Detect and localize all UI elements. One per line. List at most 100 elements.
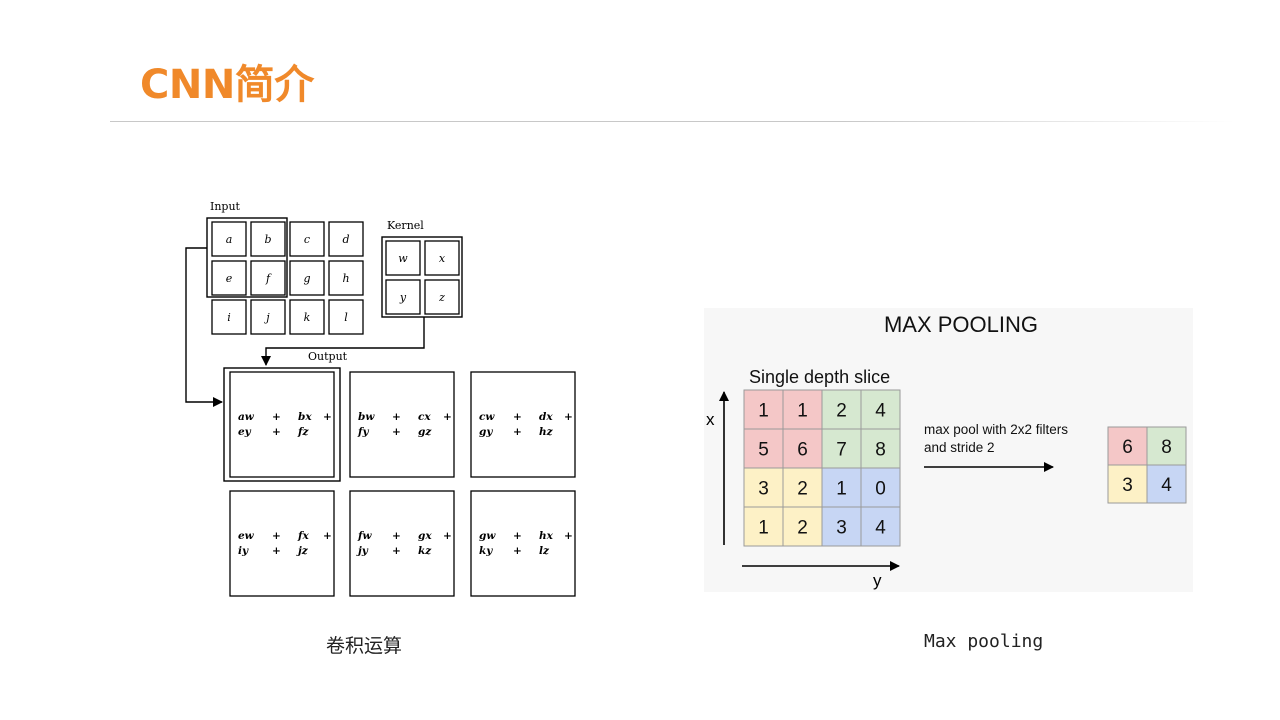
input-cell-label: b (264, 233, 271, 246)
output-cell (229, 490, 335, 597)
input-to-output-arrow (185, 247, 223, 407)
pool-cell (743, 467, 784, 508)
input-cell (289, 221, 325, 257)
kernel-cell (424, 279, 460, 315)
output-term: ey (238, 426, 252, 438)
pool-cell-value: 4 (875, 401, 886, 422)
pool-cell-value: 5 (758, 440, 769, 461)
output-cell (470, 371, 576, 478)
pool-cell (743, 506, 784, 547)
output-cell (349, 490, 455, 597)
output-cell (229, 371, 335, 478)
pool-cell-value: 4 (875, 518, 886, 539)
kernel-outline (381, 236, 463, 318)
output-term: kz (418, 545, 432, 557)
output-term: + (513, 426, 522, 438)
output-term: gy (479, 426, 493, 438)
output-term: + (272, 411, 281, 423)
input-cell-label: c (304, 233, 310, 246)
output-term: fy (357, 426, 370, 438)
output-term: + (392, 411, 401, 423)
result-cell (1146, 426, 1187, 466)
input-cell (289, 299, 325, 335)
output-term: + (392, 426, 401, 438)
input-cell (289, 260, 325, 296)
output-term: + (323, 530, 332, 542)
input-cell-label: j (263, 311, 270, 324)
output-term: hx (539, 530, 554, 542)
pool-cell (860, 428, 901, 469)
output-term: + (564, 411, 573, 423)
kernel-cell (424, 240, 460, 276)
output-term: + (392, 530, 401, 542)
pool-cell (860, 506, 901, 547)
result-cell-value: 8 (1161, 437, 1172, 458)
kernel-label: Kernel (387, 219, 424, 232)
output-cell (470, 490, 576, 597)
output-term: iy (238, 545, 249, 557)
output-term: + (513, 545, 522, 557)
output-term: + (513, 530, 522, 542)
convolution-caption: 卷积运算 (326, 635, 403, 657)
slide-title: CNN简介 (140, 62, 314, 108)
input-cell-label: d (342, 233, 349, 246)
pool-cell-value: 6 (797, 440, 808, 461)
input-cell (328, 221, 364, 257)
pool-cell-value: 1 (758, 518, 769, 539)
output-highlight (223, 367, 341, 482)
pool-cell-value: 7 (836, 440, 847, 461)
output-term: cw (479, 411, 495, 423)
output-term: lz (539, 545, 550, 557)
output-label: Output (308, 350, 348, 363)
pool-cell (782, 467, 823, 508)
pool-cell (860, 389, 901, 430)
pool-cell-value: 2 (836, 401, 847, 422)
pool-cell (821, 428, 862, 469)
input-cell-label: i (227, 311, 231, 324)
output-term: cx (418, 411, 431, 423)
input-cell (211, 260, 247, 296)
input-cell-label: f (265, 272, 272, 285)
kernel-cell (385, 240, 421, 276)
input-cell (328, 299, 364, 335)
kernel-cell-label: x (439, 252, 446, 265)
input-window-highlight (206, 217, 288, 298)
output-term: + (323, 411, 332, 423)
kernel-cell-label: y (399, 291, 407, 304)
pool-cell-value: 1 (758, 401, 769, 422)
pool-cell (860, 467, 901, 508)
output-grid: aw+bx+ey+fzbw+cx+fy+gzcw+dx+gy+hzew+fx+i… (229, 371, 576, 597)
output-term: bx (298, 411, 312, 423)
output-term: fz (297, 426, 310, 438)
kernel-to-output-arrow (261, 317, 425, 366)
result-cell (1107, 464, 1148, 504)
output-term: + (443, 411, 452, 423)
output-term: dx (539, 411, 553, 423)
pool-description-line2: and stride 2 (924, 440, 995, 455)
input-cell (211, 221, 247, 257)
output-cell (349, 371, 455, 478)
pool-cell-value: 3 (758, 479, 769, 500)
slice-label: Single depth slice (749, 367, 890, 387)
pool-cell-value: 3 (836, 518, 847, 539)
pool-cell-value: 2 (797, 479, 808, 500)
pool-cell-value: 2 (797, 518, 808, 539)
input-cell (250, 221, 286, 257)
output-term: hz (539, 426, 554, 438)
output-term: ew (238, 530, 255, 542)
input-cell-label: k (304, 311, 311, 324)
output-term: + (513, 411, 522, 423)
pool-cell-value: 8 (875, 440, 886, 461)
pool-description-line1: max pool with 2x2 filters (924, 422, 1068, 437)
output-term: + (272, 426, 281, 438)
pool-cell (782, 428, 823, 469)
max-pooling-caption: Max pooling (924, 631, 1044, 652)
pool-cell (821, 506, 862, 547)
output-term: bw (358, 411, 375, 423)
output-term: jz (296, 545, 309, 557)
output-term: + (392, 545, 401, 557)
